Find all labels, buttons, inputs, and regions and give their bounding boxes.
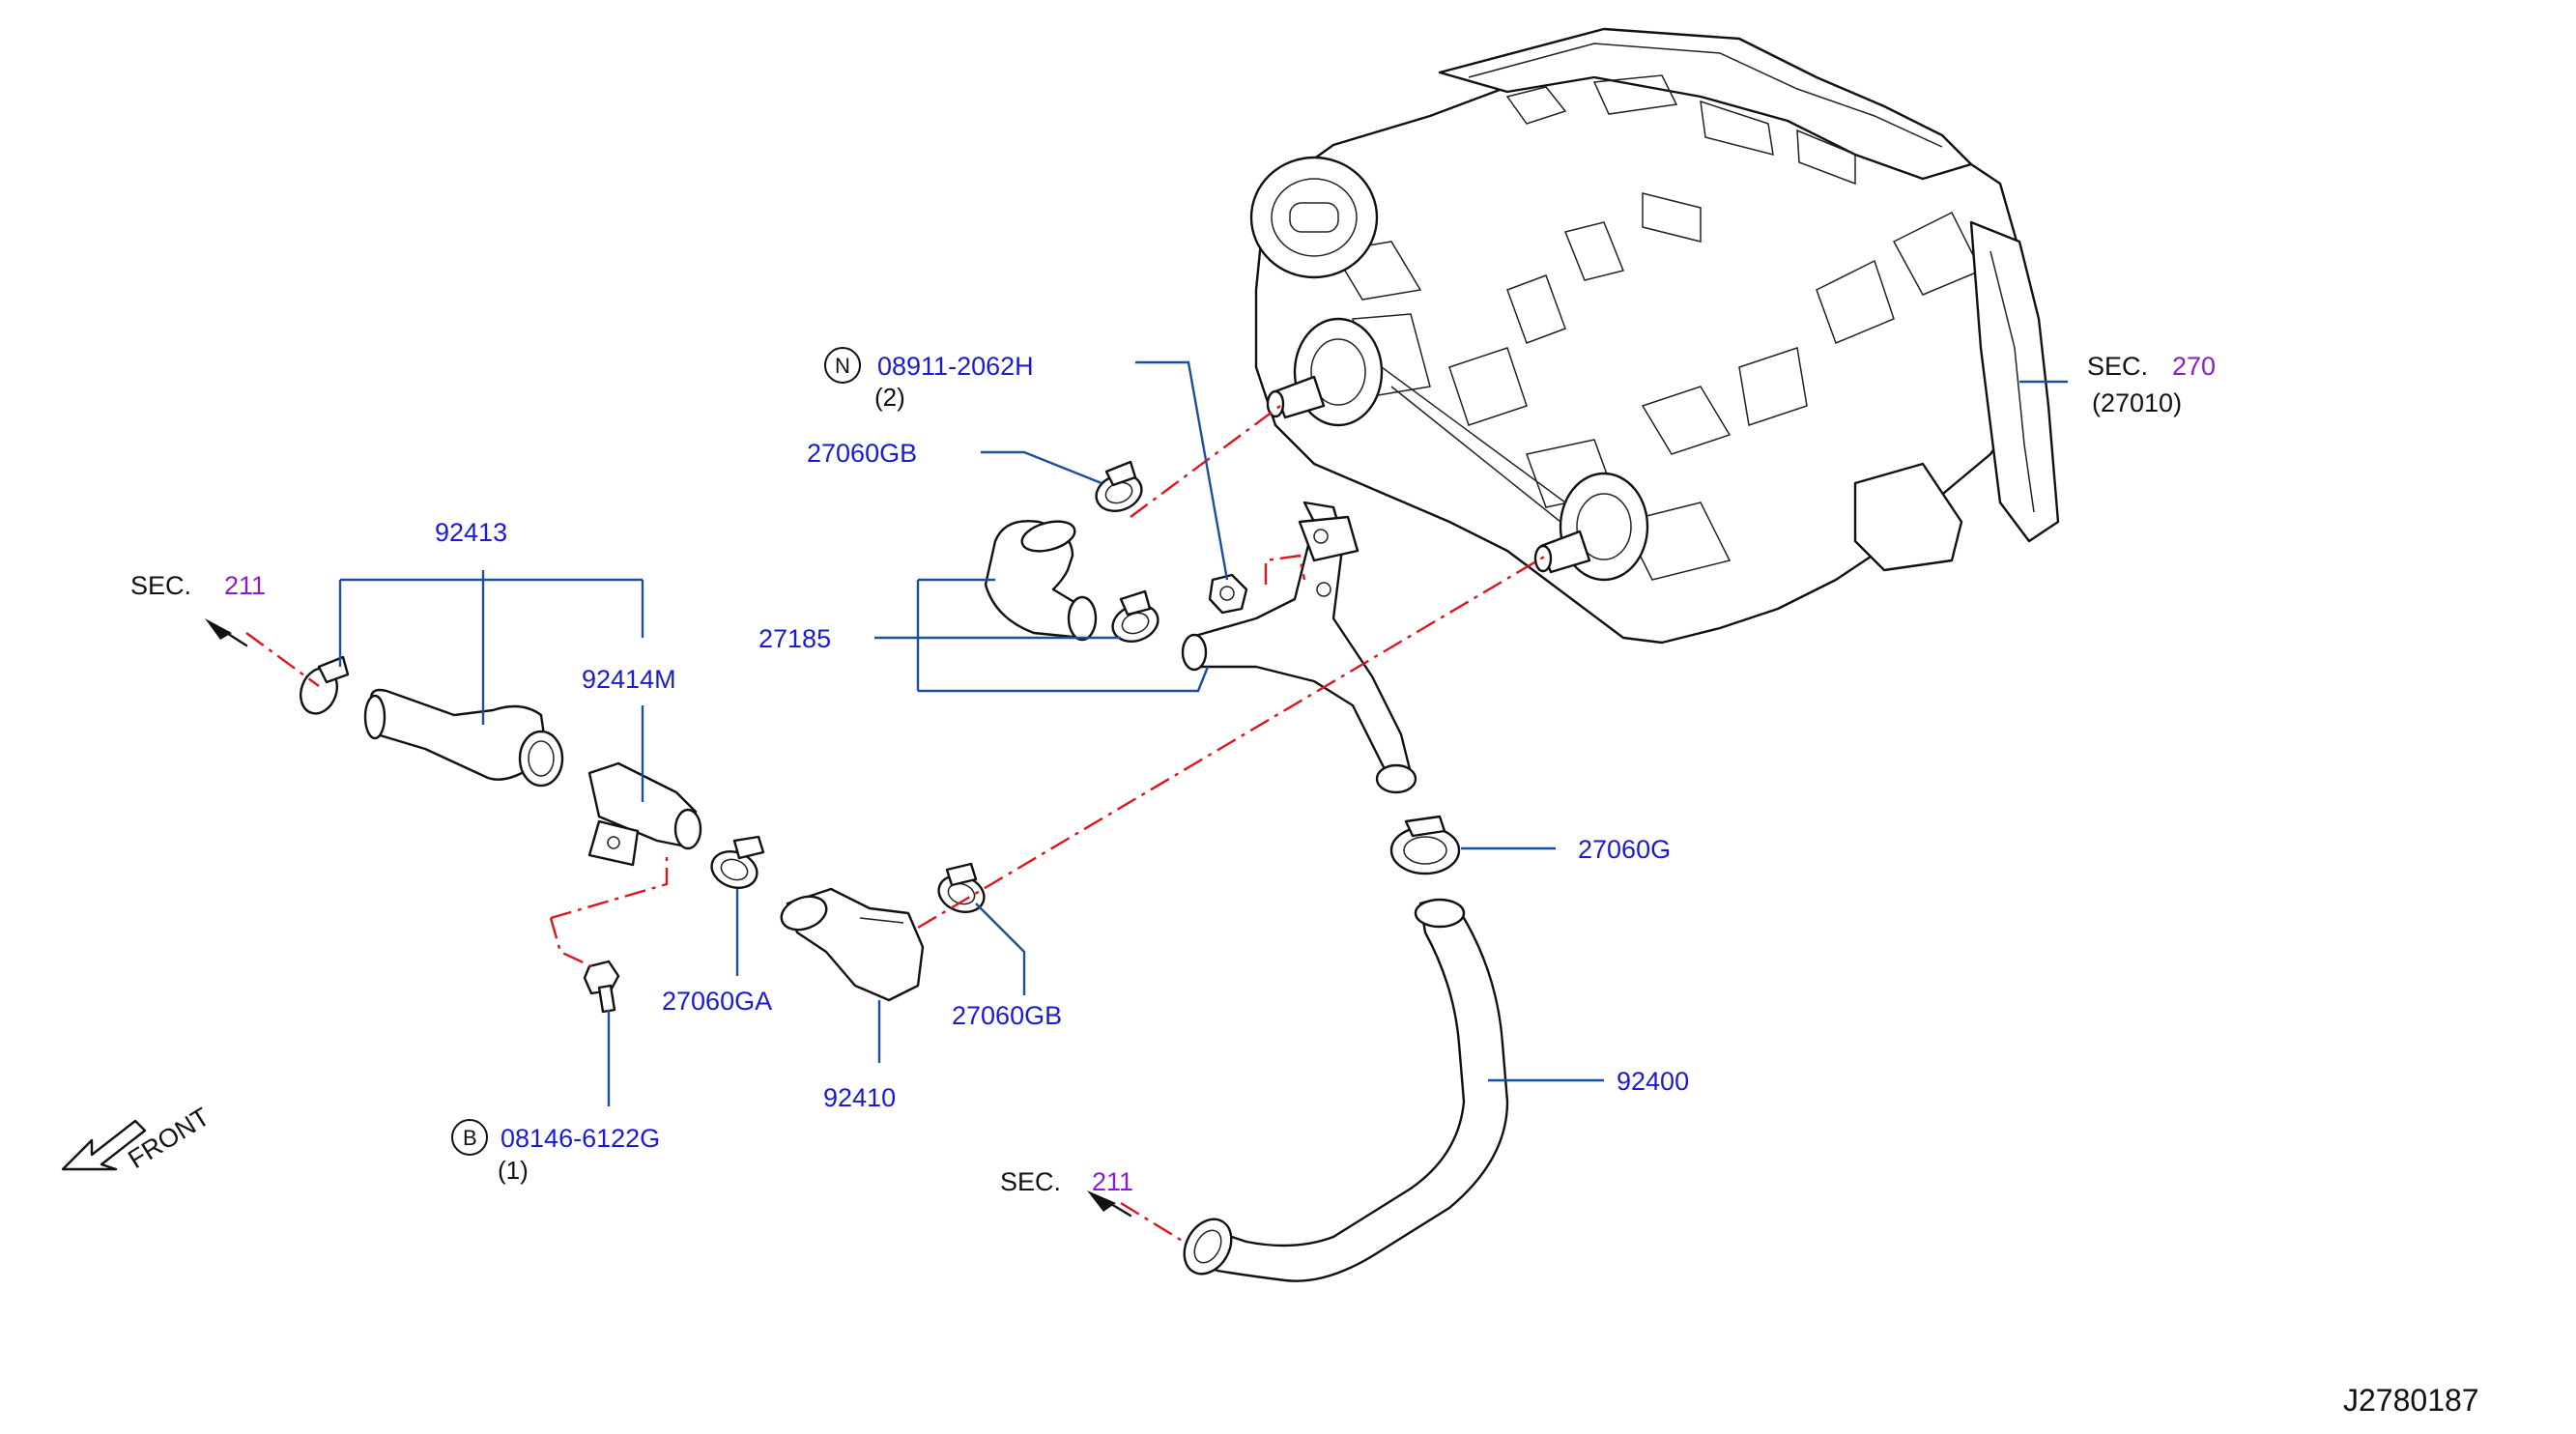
clamp-27060gb-top	[1095, 460, 1143, 513]
section-arrow-211-bottom	[1087, 1190, 1132, 1218]
label-27185: 27185	[758, 624, 831, 653]
pipe-92414m	[587, 761, 702, 867]
bolt-b-circle-letter: B	[463, 1126, 477, 1150]
sec-211-left-label: SEC. 211	[130, 571, 266, 600]
label-92414m: 92414M	[582, 665, 676, 694]
diagram-id: J2780187	[2343, 1383, 2479, 1418]
sec-211-left-number: 211	[224, 571, 266, 600]
bolt-n-label: N 08911-2062H (2)	[824, 347, 1034, 412]
label-27060gb-bottom: 27060GB	[952, 1001, 1062, 1030]
section-arrow-211-left	[205, 618, 248, 647]
hose-92413	[363, 688, 564, 788]
sec-211-bottom-number: 211	[1092, 1167, 1133, 1196]
label-92400: 92400	[1617, 1067, 1689, 1096]
nut-08911	[1208, 573, 1248, 615]
hose-92410	[780, 887, 925, 1002]
clamp-27060gb-bottom	[937, 862, 986, 914]
label-27060gb-top: 27060GB	[807, 439, 917, 468]
bolt-b-number: 08146-6122G	[501, 1124, 660, 1153]
bolt-b-label: B 08146-6122G (1)	[451, 1119, 660, 1185]
sec-211-left-prefix: SEC.	[130, 571, 191, 600]
heater-pipe-27185	[1181, 501, 1417, 794]
chain-lines	[245, 405, 1547, 1244]
bolt-b-qty: (1)	[498, 1156, 529, 1185]
hose-27185	[984, 520, 1098, 642]
bolt-08146	[583, 960, 620, 1014]
sec-270-label: SEC. 270 (27010)	[2087, 352, 2216, 417]
clamp-27060ga	[710, 835, 765, 890]
label-27060g: 27060G	[1578, 835, 1671, 864]
clamp-27185	[1111, 589, 1159, 644]
bolt-n-number: 08911-2062H	[877, 352, 1034, 381]
heater-unit-assembly	[1249, 27, 2060, 645]
sec-270-number: 270	[2172, 352, 2216, 381]
clamp-27060g	[1389, 815, 1461, 875]
hose-92400	[1183, 898, 1509, 1282]
sec-270-prefix: SEC.	[2087, 352, 2148, 381]
sec-270-sub: (27010)	[2092, 388, 2182, 417]
leader-lines	[338, 360, 2068, 1106]
label-27060ga: 27060GA	[662, 987, 772, 1016]
front-arrow	[61, 1119, 147, 1171]
sec-211-bottom-label: SEC. 211	[1000, 1167, 1133, 1196]
bolt-n-circle-letter: N	[835, 354, 850, 378]
bolt-n-qty: (2)	[874, 383, 905, 412]
sec-211-bottom-prefix: SEC.	[1000, 1167, 1061, 1196]
label-92413: 92413	[435, 518, 507, 547]
label-92410: 92410	[823, 1083, 896, 1112]
